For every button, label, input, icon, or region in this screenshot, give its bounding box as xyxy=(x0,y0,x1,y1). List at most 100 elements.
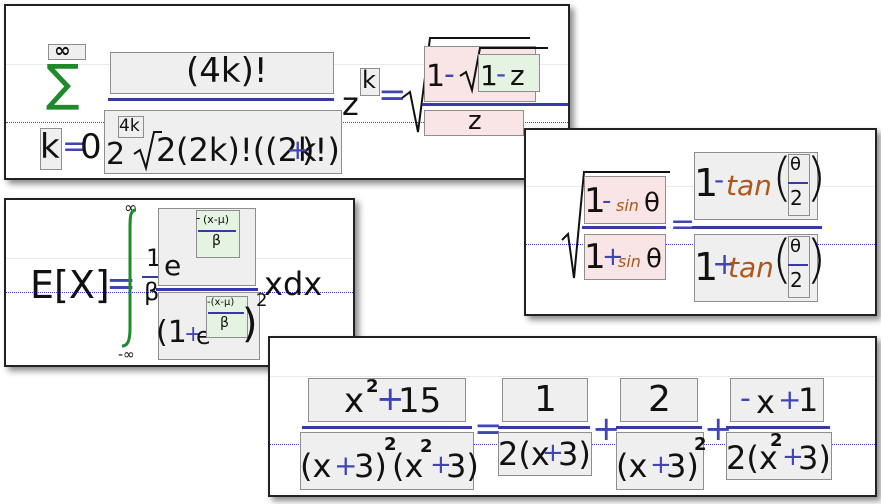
lhs-num-exp: 2 xyxy=(366,376,379,397)
lhs-denominator-box xyxy=(300,432,474,490)
summation-symbol: ∑ xyxy=(46,54,80,112)
lhs-den-close1: 3) xyxy=(354,447,387,485)
lhs-numerator-box xyxy=(584,176,666,224)
numerator-box xyxy=(110,52,334,94)
z-exponent-k: k xyxy=(362,66,376,94)
lhs-fraction-bar xyxy=(302,426,472,429)
denominator-close: ) xyxy=(242,301,258,347)
rhs-num-half-box xyxy=(788,154,810,216)
infinity-box xyxy=(48,44,86,60)
rhs-minus: - xyxy=(444,57,455,92)
lhs-num-one: 1 xyxy=(584,181,606,221)
lhs-den-one: 1 xyxy=(584,237,606,277)
denominator-power: 2 xyxy=(256,290,268,311)
denominator-radicand: 2 xyxy=(156,131,177,169)
rhs-num-two: 2 xyxy=(790,186,803,210)
denominator-close: )!) xyxy=(302,131,340,169)
term1-den-b: 3) xyxy=(558,435,591,473)
rhs-num-theta: θ xyxy=(790,154,802,175)
rhs-inner-z: z xyxy=(510,59,525,92)
index-k: k xyxy=(40,127,60,167)
series-equals: = xyxy=(378,75,407,115)
equation-panel-partial-fractions[interactable]: x 2 + 15 (x + 3) 2 (x 2 + 3) = 1 2(x + 3… xyxy=(268,336,877,497)
denominator-exponent-box xyxy=(206,296,248,338)
term3-num-x: x xyxy=(756,383,775,421)
term1-den-plus: + xyxy=(542,438,564,468)
equation-panel-series[interactable]: ∞ ∑ k = 0 (4k)! 2 4k 2 (2k)!((2k + )!) z… xyxy=(4,4,570,180)
term3-den-a: 2(x xyxy=(726,439,778,477)
exponent-box xyxy=(118,116,144,138)
lhs-den-sin: sin xyxy=(618,252,641,271)
rhs-inner-one: 1 xyxy=(480,59,498,92)
denominator-two: 2 xyxy=(106,137,126,172)
equation-panel-trig[interactable]: 1 - sin θ 1 + sin θ = 1 - tan ( θ 2 ) 1 … xyxy=(524,128,877,316)
term1-numerator: 1 xyxy=(534,379,557,420)
index-equals: = xyxy=(62,129,88,164)
equation-panel-expectation[interactable]: E[X] = ∞ -∞ 1 β e - (x-μ) β (1 + e -(x-μ… xyxy=(4,198,355,367)
exponent-bar xyxy=(198,230,236,232)
rhs-inner-radical xyxy=(459,47,548,94)
term3-numerator-box xyxy=(730,378,824,422)
term2-den-plus: + xyxy=(650,450,672,480)
rhs-den-theta: θ xyxy=(790,236,802,257)
rhs-num-open-paren: ( xyxy=(772,148,793,208)
lhs-den-theta: θ xyxy=(646,244,662,274)
rhs-den-open-paren: ( xyxy=(772,230,793,290)
lhs-den-plus2: + xyxy=(430,450,452,480)
lhs-den-exp1: 2 xyxy=(384,434,397,455)
trig-equals: = xyxy=(670,207,696,242)
term3-num-one: 1 xyxy=(798,381,819,419)
integrand-tail: xdx xyxy=(264,265,323,303)
rhs-num-minus: - xyxy=(714,163,725,196)
lhs-num-plus: + xyxy=(376,379,405,419)
denominator-plus: + xyxy=(286,133,310,166)
denominator-exponent-denominator: β xyxy=(220,315,229,331)
guide-line-upper xyxy=(270,376,875,377)
lhs-denominator-box xyxy=(584,234,666,280)
rhs-num-close-paren: ) xyxy=(806,148,827,208)
rhs-num-one: 1 xyxy=(694,161,719,205)
exponent-numerator: (x-μ) xyxy=(203,213,230,226)
rhs-one: 1 xyxy=(426,59,446,94)
exponent-denominator: β xyxy=(212,233,221,249)
term1-fraction-bar xyxy=(498,426,590,429)
lhs-den-open2: (x xyxy=(392,447,424,485)
rhs-inner-box xyxy=(478,54,540,92)
numerator-e: e xyxy=(164,249,182,282)
term3-num-minus: - xyxy=(740,381,751,416)
coefficient-beta: β xyxy=(144,278,160,306)
integrand-fraction-bar xyxy=(156,288,258,291)
rhs-denominator-z: z xyxy=(468,106,482,136)
lhs-den-exp2: 2 xyxy=(420,436,433,457)
integral-sign xyxy=(121,208,137,348)
coefficient-bar xyxy=(142,276,160,278)
denominator-plus: + xyxy=(184,322,203,347)
rhs-den-half-box xyxy=(788,236,810,298)
lhs-num-15: 15 xyxy=(398,381,442,421)
expectation-lhs: E[X] xyxy=(30,263,110,307)
term2-denominator-box xyxy=(616,432,704,490)
lhs-num-theta: θ xyxy=(644,188,660,218)
term2-den-a: (x xyxy=(616,447,648,485)
index-k-box xyxy=(40,128,62,170)
lhs-radical xyxy=(561,171,670,279)
term2-numerator-box xyxy=(620,378,698,422)
pf-equals: = xyxy=(474,409,503,449)
integral-lower-limit: -∞ xyxy=(118,347,135,363)
denominator-exponent-numerator: -(x-μ) xyxy=(207,297,235,308)
denominator-factorials: (2k)!((2k xyxy=(176,131,317,169)
variable-z: z xyxy=(342,85,359,123)
rhs-den-half-bar xyxy=(788,264,808,266)
term3-denominator-box xyxy=(726,432,832,480)
rhs-radical xyxy=(401,37,530,133)
term2-den-exp: 2 xyxy=(694,434,707,455)
rhs-num-tan: tan xyxy=(726,169,772,202)
term1-den-a: 2(x xyxy=(498,435,550,473)
lhs-den-plus1: + xyxy=(334,449,358,482)
term3-den-plus: + xyxy=(782,442,804,472)
rhs-denominator-box xyxy=(424,110,524,136)
denominator-exponent-bar xyxy=(208,312,244,314)
numerator-factorial: (4k)! xyxy=(186,51,268,91)
denominator-open: (1 xyxy=(156,315,187,350)
rhs-den-two: 2 xyxy=(790,268,803,292)
